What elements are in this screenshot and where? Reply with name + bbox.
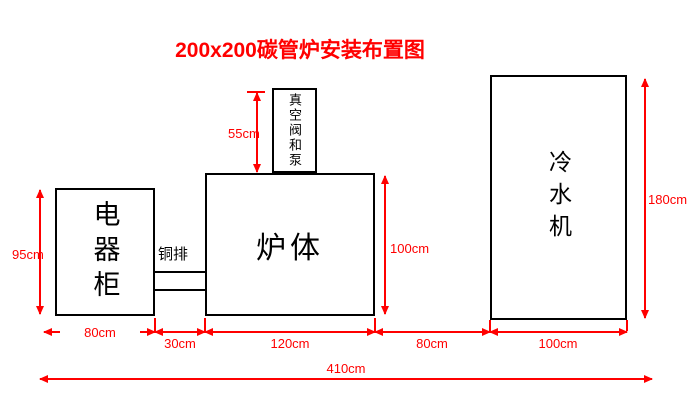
- dim-tick: [626, 320, 628, 331]
- dim-arrow-furnace-height: [381, 175, 389, 315]
- dim-label-pump-height: 55cm: [228, 126, 260, 141]
- dim-label-gap-cabinet-furnace: 30cm: [164, 336, 196, 351]
- dim-arrow-gap-cabinet-furnace: [154, 328, 206, 336]
- box-vacuum-valve-pump: 真空阀和泵: [272, 88, 317, 173]
- box-furnace-body: 炉体: [205, 173, 375, 316]
- copper-bar-label: 铜排: [158, 246, 189, 263]
- dim-arrow-chiller-height: [641, 78, 649, 319]
- dim-arrow-cabinet-height: [36, 189, 44, 315]
- furnace-body-label: 炉体: [256, 231, 324, 265]
- dim-label-total-width: 410cm: [326, 361, 366, 376]
- dim-label-chiller-width: 100cm: [538, 336, 578, 351]
- dim-label-furnace-height: 100cm: [390, 241, 430, 256]
- dim-label-cabinet-width: 80cm: [60, 325, 140, 340]
- dim-tick: [374, 318, 376, 331]
- dim-arrow-furnace-width: [204, 328, 376, 336]
- vacuum-valve-pump-label: 真空阀和泵: [287, 93, 302, 168]
- chiller-label: 冷水机: [545, 149, 572, 246]
- box-electrical-cabinet: 电器柜: [55, 188, 155, 316]
- dim-tick: [154, 318, 156, 331]
- diagram-title: 200x200碳管炉安装布置图: [175, 39, 425, 62]
- dim-label-cabinet-height: 95cm: [12, 247, 44, 262]
- dim-arrow-total-width: [39, 375, 653, 383]
- dim-arrow-chiller-width: [489, 328, 628, 336]
- dim-tick: [204, 318, 206, 331]
- dim-label-furnace-width: 120cm: [270, 336, 310, 351]
- electrical-cabinet-label: 电器柜: [89, 199, 120, 305]
- dim-tick: [489, 320, 491, 331]
- dim-arrow-gap-furnace-chiller: [374, 328, 491, 336]
- box-chiller: 冷水机: [490, 75, 627, 320]
- dim-arrow-pump-height: [253, 92, 261, 173]
- copper-bar-connector: [155, 271, 205, 291]
- dim-label-chiller-height: 180cm: [648, 192, 688, 207]
- dim-label-gap-furnace-chiller: 80cm: [416, 336, 448, 351]
